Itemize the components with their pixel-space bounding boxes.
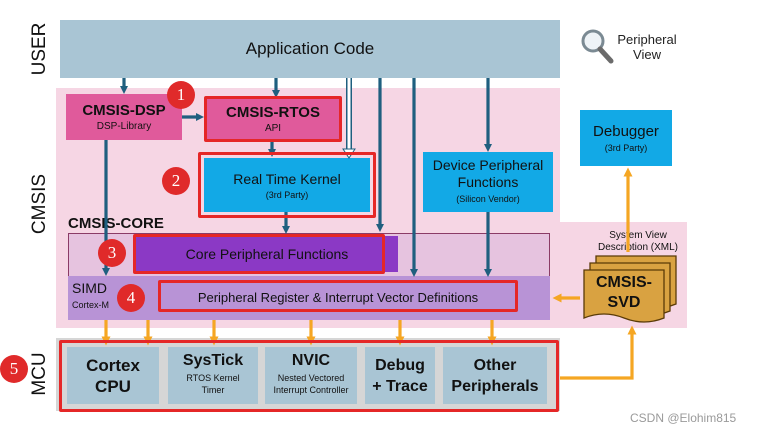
cmsis-dsp-sub: DSP-Library	[96, 121, 152, 132]
debugger-title: Debugger	[593, 123, 659, 140]
cortex-cpu-block: Cortex CPU	[67, 347, 159, 404]
real-time-kernel-title: Real Time Kernel	[233, 170, 341, 187]
application-code-label: Application Code	[245, 39, 375, 58]
badge-1: 1	[167, 81, 195, 109]
systick-block: SysTick RTOS Kernel Timer	[168, 347, 258, 404]
highlight-core-peripheral	[133, 234, 385, 274]
device-peripheral-sub: (Silicon Vendor)	[456, 193, 520, 204]
svd-doc-stack	[580, 254, 680, 326]
cmsis-rtos-title: CMSIS-RTOS	[226, 104, 320, 121]
peripheral-view-label: Peripheral View	[610, 31, 684, 63]
highlight-cmsis-rtos	[204, 96, 342, 142]
cmsis-core-title: CMSIS-CORE	[68, 215, 164, 232]
badge-3: 3	[98, 239, 126, 267]
core-peripheral-functions-label: Core Peripheral Functions	[185, 246, 349, 262]
cmsis-rtos-block: CMSIS-RTOS API	[206, 98, 340, 140]
simd-sub-label: Cortex-M	[72, 300, 110, 310]
highlight-real-time-kernel	[198, 152, 376, 218]
register-definitions-label: Peripheral Register & Interrupt Vector D…	[197, 289, 479, 305]
core-peripheral-functions-block: Core Peripheral Functions	[136, 236, 398, 272]
nvic-block: NVIC Nested Vectored Interrupt Controlle…	[265, 347, 357, 404]
register-definitions-block	[142, 276, 550, 320]
system-view-description-label: System View Description (XML)	[597, 230, 679, 253]
device-peripheral-block: Device Peripheral Functions (Silicon Ven…	[423, 152, 553, 212]
watermark: CSDN @Elohim815	[630, 411, 737, 425]
device-peripheral-line2: Functions	[457, 173, 519, 190]
cmsis-dsp-block: CMSIS-DSP DSP-Library	[66, 94, 182, 140]
real-time-kernel-block: Real Time Kernel (3rd Party)	[204, 158, 370, 212]
badge-4: 4	[117, 284, 145, 312]
peripheral-view-line2: View	[633, 47, 661, 62]
real-time-kernel-sub: (3rd Party)	[265, 189, 309, 200]
magnifier-icon	[578, 27, 618, 67]
peripheral-view-line1: Peripheral	[617, 32, 677, 47]
application-code-block: Application Code	[60, 20, 560, 78]
debugger-block: Debugger (3rd Party)	[580, 110, 672, 166]
debugger-sub: (3rd Party)	[604, 143, 648, 153]
other-peripherals-block: Other Peripherals	[443, 347, 547, 404]
badge-2: 2	[162, 167, 190, 195]
simd-label: SIMD	[72, 280, 107, 296]
debug-trace-block: Debug + Trace	[365, 347, 435, 404]
badge-5: 5	[0, 355, 28, 383]
cmsis-rtos-sub: API	[264, 123, 282, 134]
device-peripheral-line1: Device Peripheral	[432, 156, 544, 173]
cmsis-dsp-title: CMSIS-DSP	[82, 102, 166, 119]
highlight-register-definitions	[158, 280, 518, 312]
arrow-app-to-kernel-hollow	[342, 78, 356, 159]
cmsis-svd-label: CMSIS- SVD	[596, 274, 652, 311]
highlight-mcu	[59, 340, 559, 412]
arrow-mcu-to-svd	[560, 325, 637, 380]
